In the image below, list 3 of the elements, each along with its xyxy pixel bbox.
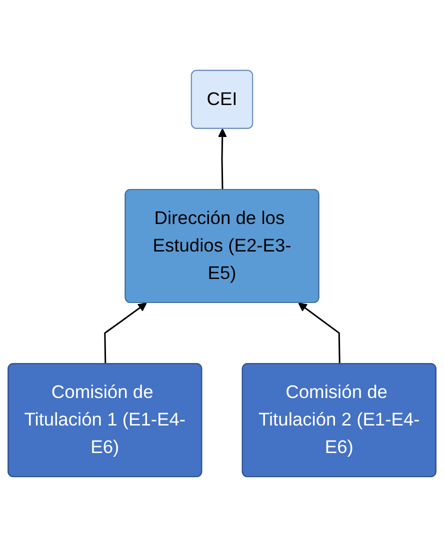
arrow bbox=[218, 128, 227, 190]
arrow bbox=[104, 302, 147, 364]
arrow bbox=[298, 302, 340, 364]
